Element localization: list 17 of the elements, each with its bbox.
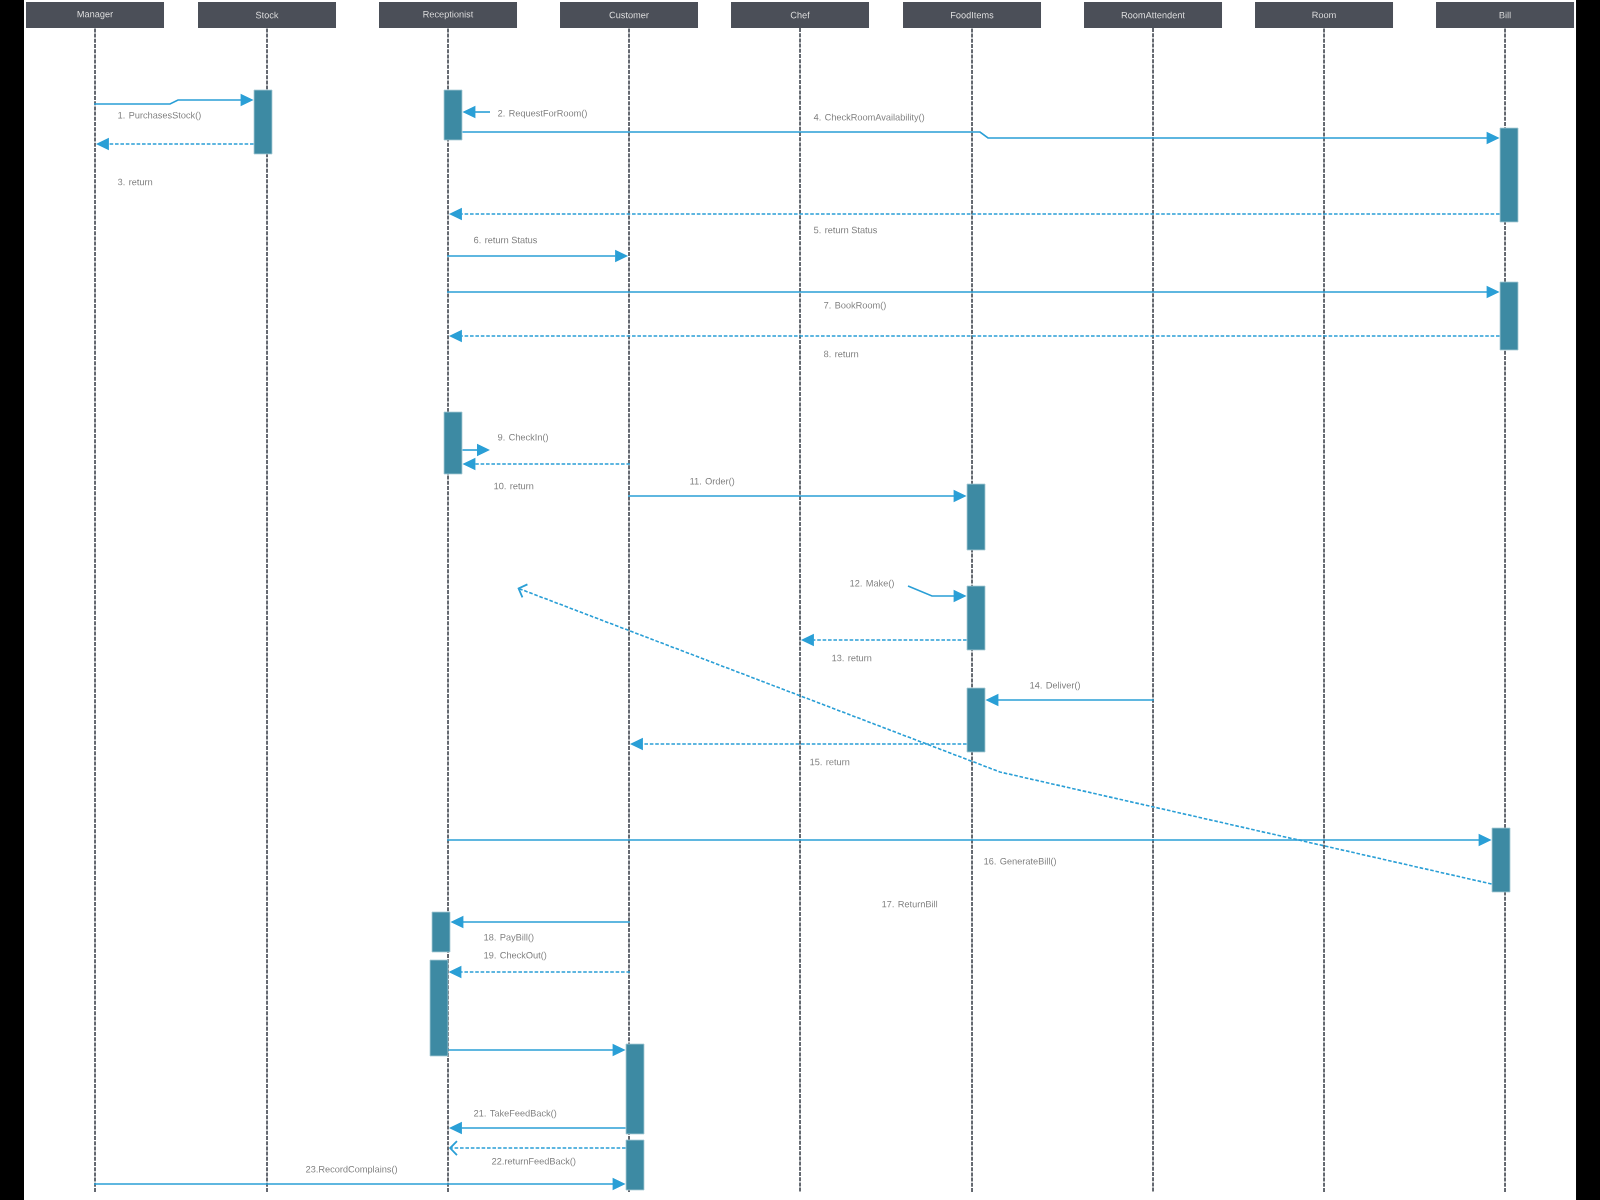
- lifeline: [799, 27, 801, 1193]
- activation-bar: [253, 89, 273, 155]
- activation-bar: [429, 959, 449, 1057]
- activation-bar: [1491, 827, 1511, 893]
- activation-bar: [443, 89, 463, 141]
- activation-bar: [625, 1139, 645, 1191]
- activation-bar: [625, 1043, 645, 1135]
- return-arrow: [448, 1140, 627, 1156]
- activation-bar: [431, 911, 451, 953]
- activation-bar: [966, 483, 986, 551]
- activation-bar: [443, 411, 463, 475]
- activation-bar: [1499, 281, 1519, 351]
- return-arrow: [517, 583, 1493, 885]
- activation-bar: [966, 687, 986, 753]
- activation-bar: [1499, 127, 1519, 223]
- activation-bar: [966, 585, 986, 651]
- lifeline: [1152, 27, 1154, 1193]
